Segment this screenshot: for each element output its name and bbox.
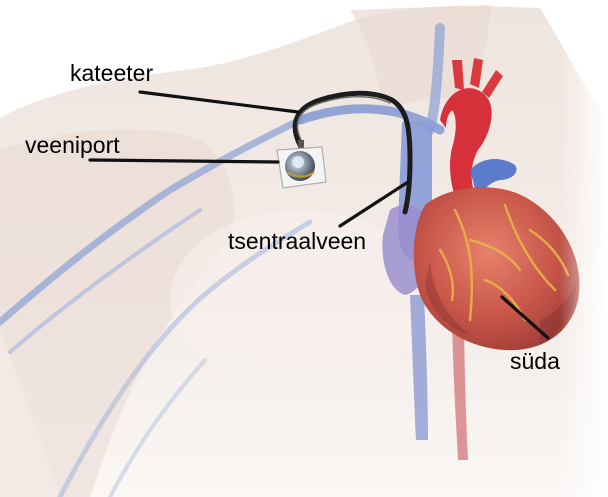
label-catheter: kateeter: [70, 62, 153, 85]
label-heart: süda: [510, 350, 560, 373]
venous-port: [277, 147, 326, 188]
label-port: veeniport: [25, 134, 120, 157]
leader-line-port: [90, 160, 278, 162]
right-fade: [560, 0, 608, 497]
label-central-vein: tsentraalveen: [228, 230, 366, 253]
